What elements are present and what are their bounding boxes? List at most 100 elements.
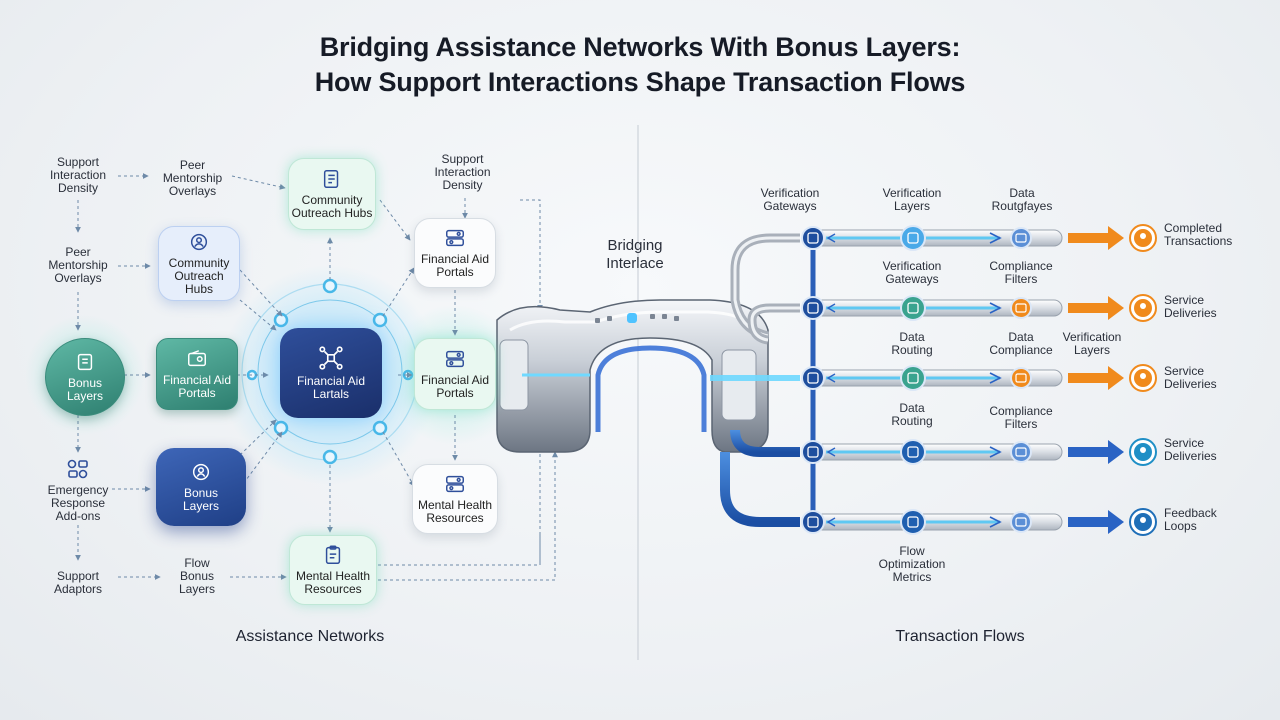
node-bonus-bottom[interactable]: Bonus Layers — [156, 448, 246, 526]
conn-br — [382, 431, 415, 487]
flow-label-data-routgfayes: Data Routgfayes — [980, 187, 1064, 213]
flow-label-compliance-1: Compliance Filters — [981, 260, 1061, 286]
label-line: Peer — [179, 158, 206, 172]
sliders-icon — [446, 229, 464, 247]
node-center-financial[interactable]: Financial Aid Lartals — [280, 328, 382, 418]
diagram-title: Bridging Assistance Networks With Bonus … — [0, 30, 1280, 100]
label-line: Verification — [882, 259, 942, 273]
flow-node-mid-1 — [900, 225, 926, 251]
node-financial-left[interactable]: Financial Aid Portals — [156, 338, 238, 410]
label-line: Optimization — [878, 557, 946, 571]
label-line: Flow — [899, 544, 925, 558]
tube-manifold — [720, 233, 816, 527]
flow-node-mid-icon-3 — [907, 372, 919, 384]
conn-hubs-center — [239, 299, 277, 331]
label-emergency: Emergency Response Add-ons — [38, 484, 118, 523]
node-line: Lartals — [312, 387, 350, 401]
document-icon — [323, 170, 339, 188]
label-line: Interaction — [49, 168, 107, 182]
satellite-top-right — [372, 312, 388, 328]
label-line: Compliance — [989, 343, 1053, 357]
label-line: Add-ons — [55, 509, 101, 523]
label-line: Service — [1164, 364, 1205, 378]
node-mental-right[interactable]: Mental Health Resources — [412, 464, 498, 534]
sliders-icon — [446, 350, 464, 368]
label-line: Loops — [1164, 519, 1197, 533]
flow-node-end-2 — [1010, 297, 1032, 319]
node-line: Community — [168, 256, 230, 270]
flow-node-mid-3 — [900, 365, 926, 391]
bridge-label-line2: Interlace — [606, 255, 664, 272]
flow-chevron-3 — [989, 372, 1002, 384]
bridge-label-line1: Bridging — [607, 237, 663, 254]
label-line: Routing — [891, 343, 933, 357]
label-line: Adaptors — [53, 582, 103, 596]
flow-node-start-icon-2 — [807, 302, 819, 314]
label-support-adaptors: Support Adaptors — [38, 570, 118, 596]
node-mental-bottom[interactable]: Mental Health Resources — [289, 535, 377, 605]
flow-label-verification-gateways-2: Verification Gateways — [872, 260, 952, 286]
label-line: Gateways — [763, 199, 817, 213]
label-support-density-right: Support Interaction Density — [420, 153, 505, 192]
flow-node-end-3 — [1010, 367, 1032, 389]
label-line: Overlays — [168, 184, 217, 198]
node-line: Community — [301, 193, 363, 207]
flow-chevron-4 — [989, 446, 1002, 458]
flow-label-verification-layers: Verification Layers — [872, 187, 952, 213]
label-peer-top: Peer Mentorship Overlays — [150, 159, 235, 198]
flow-label-compliance-2: Compliance Filters — [981, 405, 1061, 431]
flow-chevron-5 — [989, 516, 1002, 528]
label-line: Compliance — [989, 404, 1053, 418]
node-line: Portals — [178, 386, 216, 400]
label-line: Completed — [1164, 221, 1223, 235]
bridge-blue-band — [595, 345, 707, 432]
manifold-silver-2-hi — [750, 306, 800, 342]
flow-node-end-icon-5 — [1015, 517, 1027, 527]
manifold-silver-1-hi — [733, 236, 800, 338]
flow-arrow-3 — [1068, 366, 1124, 390]
node-financial-right-top[interactable]: Financial Aid Portals — [414, 218, 496, 288]
node-line: Financial Aid — [420, 252, 490, 266]
flow-node-end-icon-2 — [1015, 303, 1027, 313]
output-icon-head-2 — [1140, 303, 1146, 309]
node-financial-right-mid[interactable]: Financial Aid Portals — [414, 338, 496, 410]
node-community-left[interactable]: Community Outreach Hubs — [158, 226, 240, 301]
label-line: Service — [1164, 436, 1205, 450]
flow-label-flow-optimization: Flow Optimization Metrics — [866, 545, 958, 584]
label-line: Transactions — [1164, 234, 1233, 248]
node-bonus-left[interactable]: Bonus Layers — [45, 338, 125, 416]
label-line: Data — [899, 330, 925, 344]
sliders-icon — [446, 475, 464, 493]
bridge-body — [496, 299, 769, 453]
node-community-top[interactable]: Community Outreach Hubs — [288, 158, 376, 230]
label-line: Flow — [184, 556, 210, 570]
flow-node-mid-icon-1 — [907, 232, 919, 244]
satellite-top-left — [273, 312, 289, 328]
label-line: Data — [899, 401, 925, 415]
label-line: Interaction — [434, 165, 491, 179]
flow-node-end-1 — [1010, 227, 1032, 249]
conn-bonus-center — [239, 419, 277, 456]
conn-bottom-bridge2 — [378, 451, 558, 581]
output-service-deliveries-3: Service Deliveries — [1164, 437, 1217, 463]
stack-icon — [77, 353, 93, 371]
flow-node-mid-5 — [900, 509, 926, 535]
manifold-blue-5 — [720, 452, 800, 527]
section-label-right: Transaction Flows — [895, 628, 1025, 645]
bridge-slot-right — [721, 349, 757, 421]
indicator-5 — [674, 316, 679, 321]
label-line: Verification — [760, 186, 820, 200]
emergency-icon-svg — [67, 459, 88, 479]
label-line: Verification — [1062, 330, 1122, 344]
satellite-bottom-left — [273, 420, 289, 436]
node-line: Financial Aid — [420, 373, 490, 387]
wallet-icon — [188, 350, 206, 367]
flow-node-end-icon-4 — [1015, 447, 1027, 457]
flow-back-chevron-5 — [826, 517, 836, 527]
label-line: Layers — [893, 199, 931, 213]
output-icon-head-5 — [1140, 517, 1146, 523]
flow-label-data-compliance: Data Compliance — [981, 331, 1061, 357]
indicator-1 — [595, 318, 600, 323]
label-line: Gateways — [885, 272, 939, 286]
clipboard-icon — [325, 545, 341, 564]
